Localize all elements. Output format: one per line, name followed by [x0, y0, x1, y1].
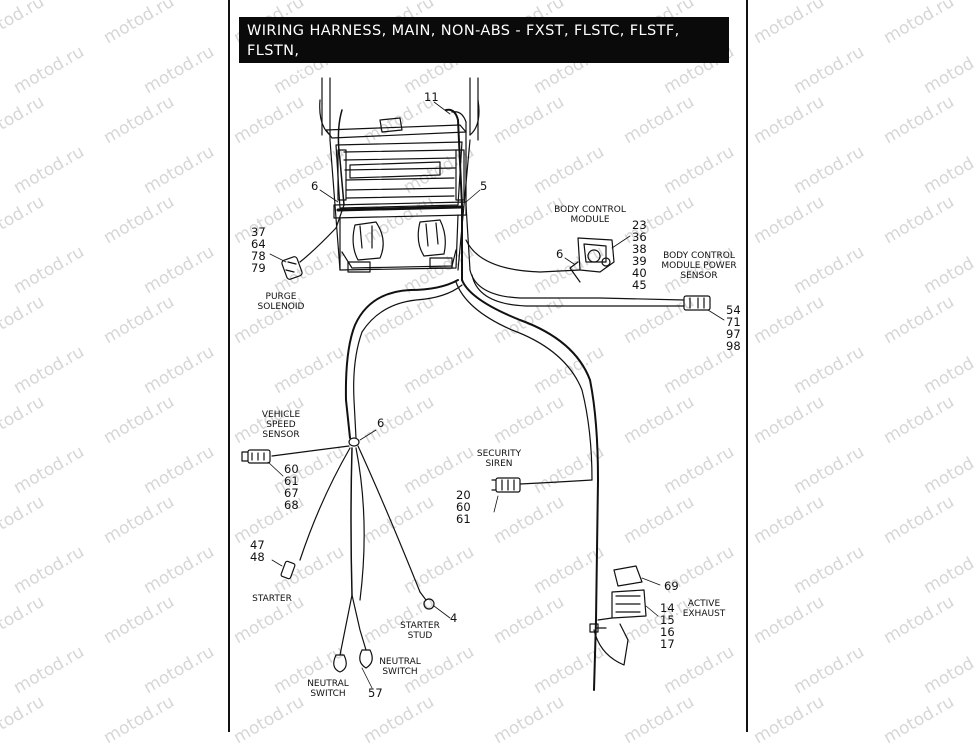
- callout-power-0: 54: [726, 303, 741, 317]
- label-starter-stud-line1: STARTER: [400, 621, 440, 631]
- label-exhaust-line2: EXHAUST: [683, 609, 726, 619]
- callout-exhaust-2: 16: [660, 625, 675, 639]
- label-neutral-right-line2: SWITCH: [382, 667, 417, 677]
- diagram-sheet: [228, 0, 748, 732]
- label-neutral-right-line1: NEUTRAL: [379, 657, 421, 667]
- bcm-power-sensor-connector: [683, 295, 711, 311]
- starter-connector: [280, 560, 296, 580]
- callout-vss-2: 67: [284, 486, 299, 500]
- callout-exhaust-0: 14: [660, 601, 675, 615]
- callout-power-3: 98: [726, 339, 741, 353]
- label-power-sensor-line2: MODULE POWER: [661, 261, 736, 271]
- callout-starter-1: 48: [250, 550, 265, 564]
- component-labels: BODY CONTROL MODULE BODY CONTROL MODULE …: [252, 205, 737, 699]
- label-starter: STARTER: [252, 594, 292, 604]
- label-purge-line2: SOLENOID: [258, 302, 305, 312]
- label-siren-line1: SECURITY: [477, 449, 522, 459]
- callout-bcm-0: 23: [632, 218, 647, 232]
- label-neutral-left-line2: SWITCH: [310, 689, 345, 699]
- wiring-diagram: 11 6 5 37 64 78 79 23 36 38 39 40 45 6 5…: [241, 77, 741, 700]
- callout-exhaust-1: 15: [660, 613, 675, 627]
- frame-assembly: [319, 77, 480, 273]
- label-vss-line2: SPEED: [266, 420, 296, 430]
- callout-purge-0: 37: [251, 225, 266, 239]
- callout-purge-3: 79: [251, 261, 266, 275]
- label-vss-line3: SENSOR: [262, 430, 299, 440]
- label-vss-line1: VEHICLE: [262, 410, 301, 420]
- callout-57: 57: [368, 686, 383, 700]
- callout-6-bcm: 6: [556, 247, 563, 261]
- callout-power-2: 97: [726, 327, 741, 341]
- label-bcm-line1: BODY CONTROL: [554, 205, 626, 215]
- harness-right-runs: [455, 239, 685, 691]
- label-purge-line1: PURGE: [266, 292, 297, 302]
- callout-bcm-1: 36: [632, 230, 647, 244]
- callout-11: 11: [424, 90, 439, 104]
- callout-exhaust-3: 17: [660, 637, 675, 651]
- callout-numbers: 11 6 5 37 64 78 79 23 36 38 39 40 45 6 5…: [250, 90, 741, 700]
- label-siren-line2: SIREN: [485, 459, 512, 469]
- callout-vss-0: 60: [284, 462, 299, 476]
- callout-4: 4: [450, 611, 457, 625]
- main-harness-trunk: [344, 279, 463, 439]
- vss-connector: [241, 449, 271, 464]
- callout-6-left: 6: [311, 179, 318, 193]
- callout-5: 5: [480, 179, 487, 193]
- callout-siren-0: 20: [456, 488, 471, 502]
- callout-bcm-5: 45: [632, 278, 647, 292]
- callout-starter-0: 47: [250, 538, 265, 552]
- label-power-sensor-line3: SENSOR: [680, 271, 717, 281]
- callout-69: 69: [664, 579, 679, 593]
- callout-power-1: 71: [726, 315, 741, 329]
- active-exhaust-actuator: [589, 565, 647, 666]
- label-power-sensor-line1: BODY CONTROL: [663, 251, 735, 261]
- callout-purge-2: 78: [251, 249, 266, 263]
- callout-purge-1: 64: [251, 237, 266, 251]
- harness-frame-runs: [299, 108, 471, 281]
- leader-lines: [267, 101, 725, 689]
- body-control-module: [569, 237, 615, 283]
- neutral-switch-wires: [333, 594, 373, 673]
- label-neutral-left-line1: NEUTRAL: [307, 679, 349, 689]
- starter-stud-terminal: [419, 591, 435, 610]
- diagram-title: WIRING HARNESS, MAIN, NON-ABS - FXST, FL…: [239, 17, 729, 79]
- callout-bcm-3: 39: [632, 254, 647, 268]
- callout-bcm-4: 40: [632, 266, 647, 280]
- callout-6-mid: 6: [377, 416, 384, 430]
- callout-vss-3: 68: [284, 498, 299, 512]
- callout-siren-2: 61: [456, 512, 471, 526]
- security-siren-connector: [491, 477, 521, 493]
- purge-solenoid-connector: [281, 256, 303, 280]
- callout-bcm-2: 38: [632, 242, 647, 256]
- callout-vss-1: 61: [284, 474, 299, 488]
- label-bcm-line2: MODULE: [570, 215, 609, 225]
- label-exhaust-line1: ACTIVE: [688, 599, 721, 609]
- label-starter-stud-line2: STUD: [408, 631, 433, 641]
- harness-junction: [271, 437, 421, 601]
- callout-siren-1: 60: [456, 500, 471, 514]
